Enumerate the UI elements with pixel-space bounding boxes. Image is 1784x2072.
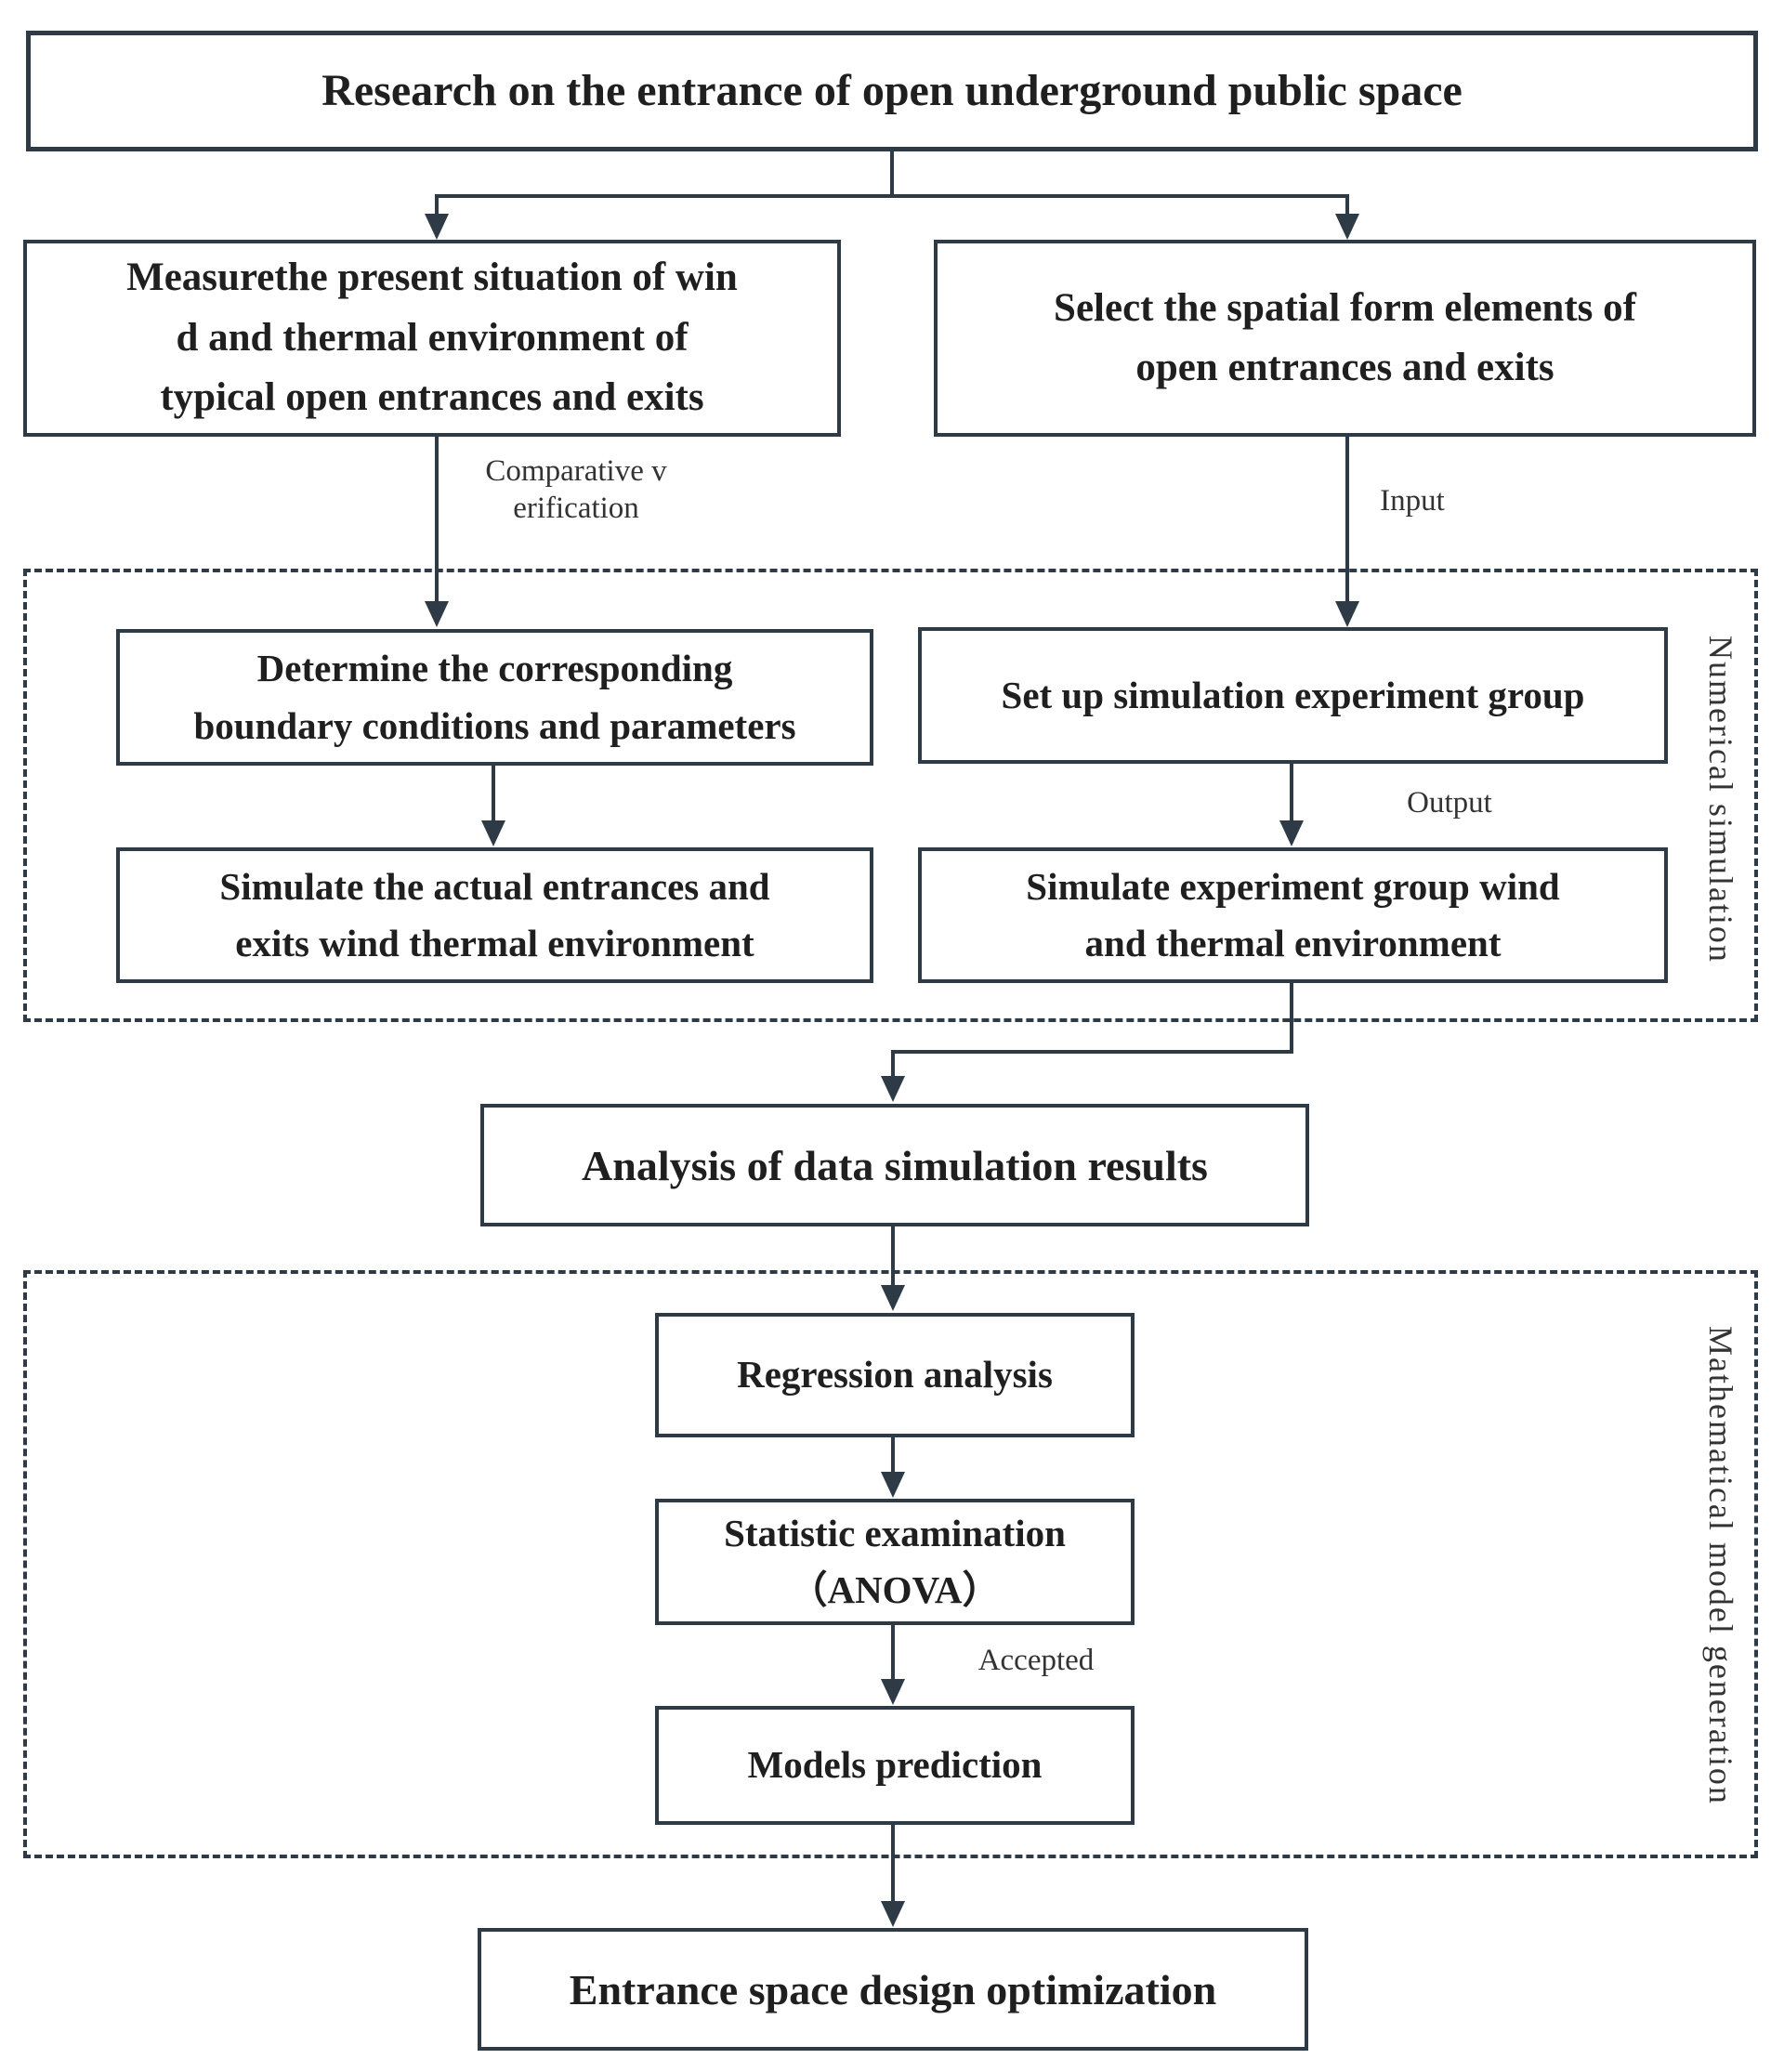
flow-node-select-label: Select the spatial form elements of open…	[1054, 285, 1636, 390]
connector-setup-simulate-stem	[1290, 764, 1293, 821]
flow-node-simulate-actual-label: Simulate the actual entrances and exits …	[219, 864, 770, 965]
edge-label-comparative-verification: Comparative v erification	[485, 454, 667, 525]
flow-node-models-label: Models prediction	[747, 1743, 1043, 1787]
flow-node-determine-label: Determine the corresponding boundary con…	[193, 647, 796, 747]
flow-node-analysis: Analysis of data simulation results	[480, 1104, 1309, 1226]
connector-measure-determine-stem	[435, 437, 439, 602]
connector-models-entrance-stem	[891, 1825, 895, 1903]
flow-node-setup-label: Set up simulation experiment group	[1001, 673, 1585, 716]
flow-node-regression: Regression analysis	[655, 1313, 1135, 1437]
connector-research-split	[435, 194, 1349, 198]
flow-node-determine: Determine the corresponding boundary con…	[116, 629, 873, 766]
flow-node-simulate-group-label: Simulate experiment group wind and therm…	[1026, 864, 1560, 965]
mathematical-model-region	[23, 1270, 1758, 1858]
flow-node-regression-label: Regression analysis	[737, 1353, 1053, 1397]
arrowhead-to-setup-icon	[1335, 601, 1359, 627]
connector-determine-simulate-stem	[492, 766, 495, 821]
arrowhead-to-select-icon	[1335, 214, 1359, 240]
arrowhead-to-regression-icon	[881, 1285, 905, 1311]
flow-node-statistic: Statistic examination （ANOVA）	[655, 1499, 1135, 1625]
flow-node-models: Models prediction	[655, 1706, 1135, 1825]
flow-node-research-label: Research on the entrance of open undergr…	[321, 66, 1463, 115]
flow-node-entrance: Entrance space design optimization	[478, 1928, 1308, 2051]
connector-to-select-stem	[1345, 194, 1349, 217]
arrowhead-to-simulate-actual-icon	[481, 820, 505, 846]
edge-label-output: Output	[1407, 786, 1492, 820]
connector-statistic-models-stem	[891, 1625, 895, 1681]
arrowhead-to-entrance-icon	[881, 1901, 905, 1927]
edge-label-input: Input	[1380, 484, 1445, 518]
connector-analysis-regression-stem	[891, 1226, 895, 1287]
mathematical-model-region-label: Mathematical model generation	[1702, 1326, 1739, 1805]
arrowhead-to-determine-icon	[425, 601, 449, 627]
connector-to-measure-stem	[435, 194, 439, 217]
arrowhead-to-models-icon	[881, 1679, 905, 1705]
flow-node-research: Research on the entrance of open undergr…	[26, 31, 1758, 151]
flow-node-simulate-group: Simulate experiment group wind and therm…	[918, 847, 1668, 983]
flow-node-measure-label: Measurethe present situation of win d an…	[126, 256, 738, 420]
flow-node-setup: Set up simulation experiment group	[918, 627, 1668, 764]
connector-elbow-across	[891, 1050, 1293, 1054]
connector-regression-statistic-stem	[891, 1437, 895, 1475]
arrowhead-to-analysis-icon	[881, 1076, 905, 1102]
connector-select-setup-stem	[1345, 437, 1349, 602]
arrowhead-to-statistic-icon	[881, 1472, 905, 1498]
flow-node-statistic-label: Statistic examination （ANOVA）	[724, 1511, 1066, 1612]
connector-elbow-down	[1290, 983, 1293, 1054]
edge-label-accepted: Accepted	[977, 1644, 1095, 1677]
connector-research-stem	[890, 151, 894, 196]
arrowhead-to-measure-icon	[425, 214, 449, 240]
flow-node-measure: Measurethe present situation of win d an…	[23, 240, 841, 437]
flow-node-entrance-label: Entrance space design optimization	[569, 1965, 1217, 2013]
flow-node-simulate-actual: Simulate the actual entrances and exits …	[116, 847, 873, 983]
connector-elbow-stem	[891, 1050, 895, 1078]
numerical-simulation-region	[23, 569, 1758, 1022]
flow-node-analysis-label: Analysis of data simulation results	[582, 1141, 1208, 1189]
numerical-simulation-region-label: Numerical simulation	[1702, 635, 1739, 964]
arrowhead-to-simulate-group-icon	[1279, 820, 1304, 846]
flow-node-select: Select the spatial form elements of open…	[934, 240, 1756, 437]
